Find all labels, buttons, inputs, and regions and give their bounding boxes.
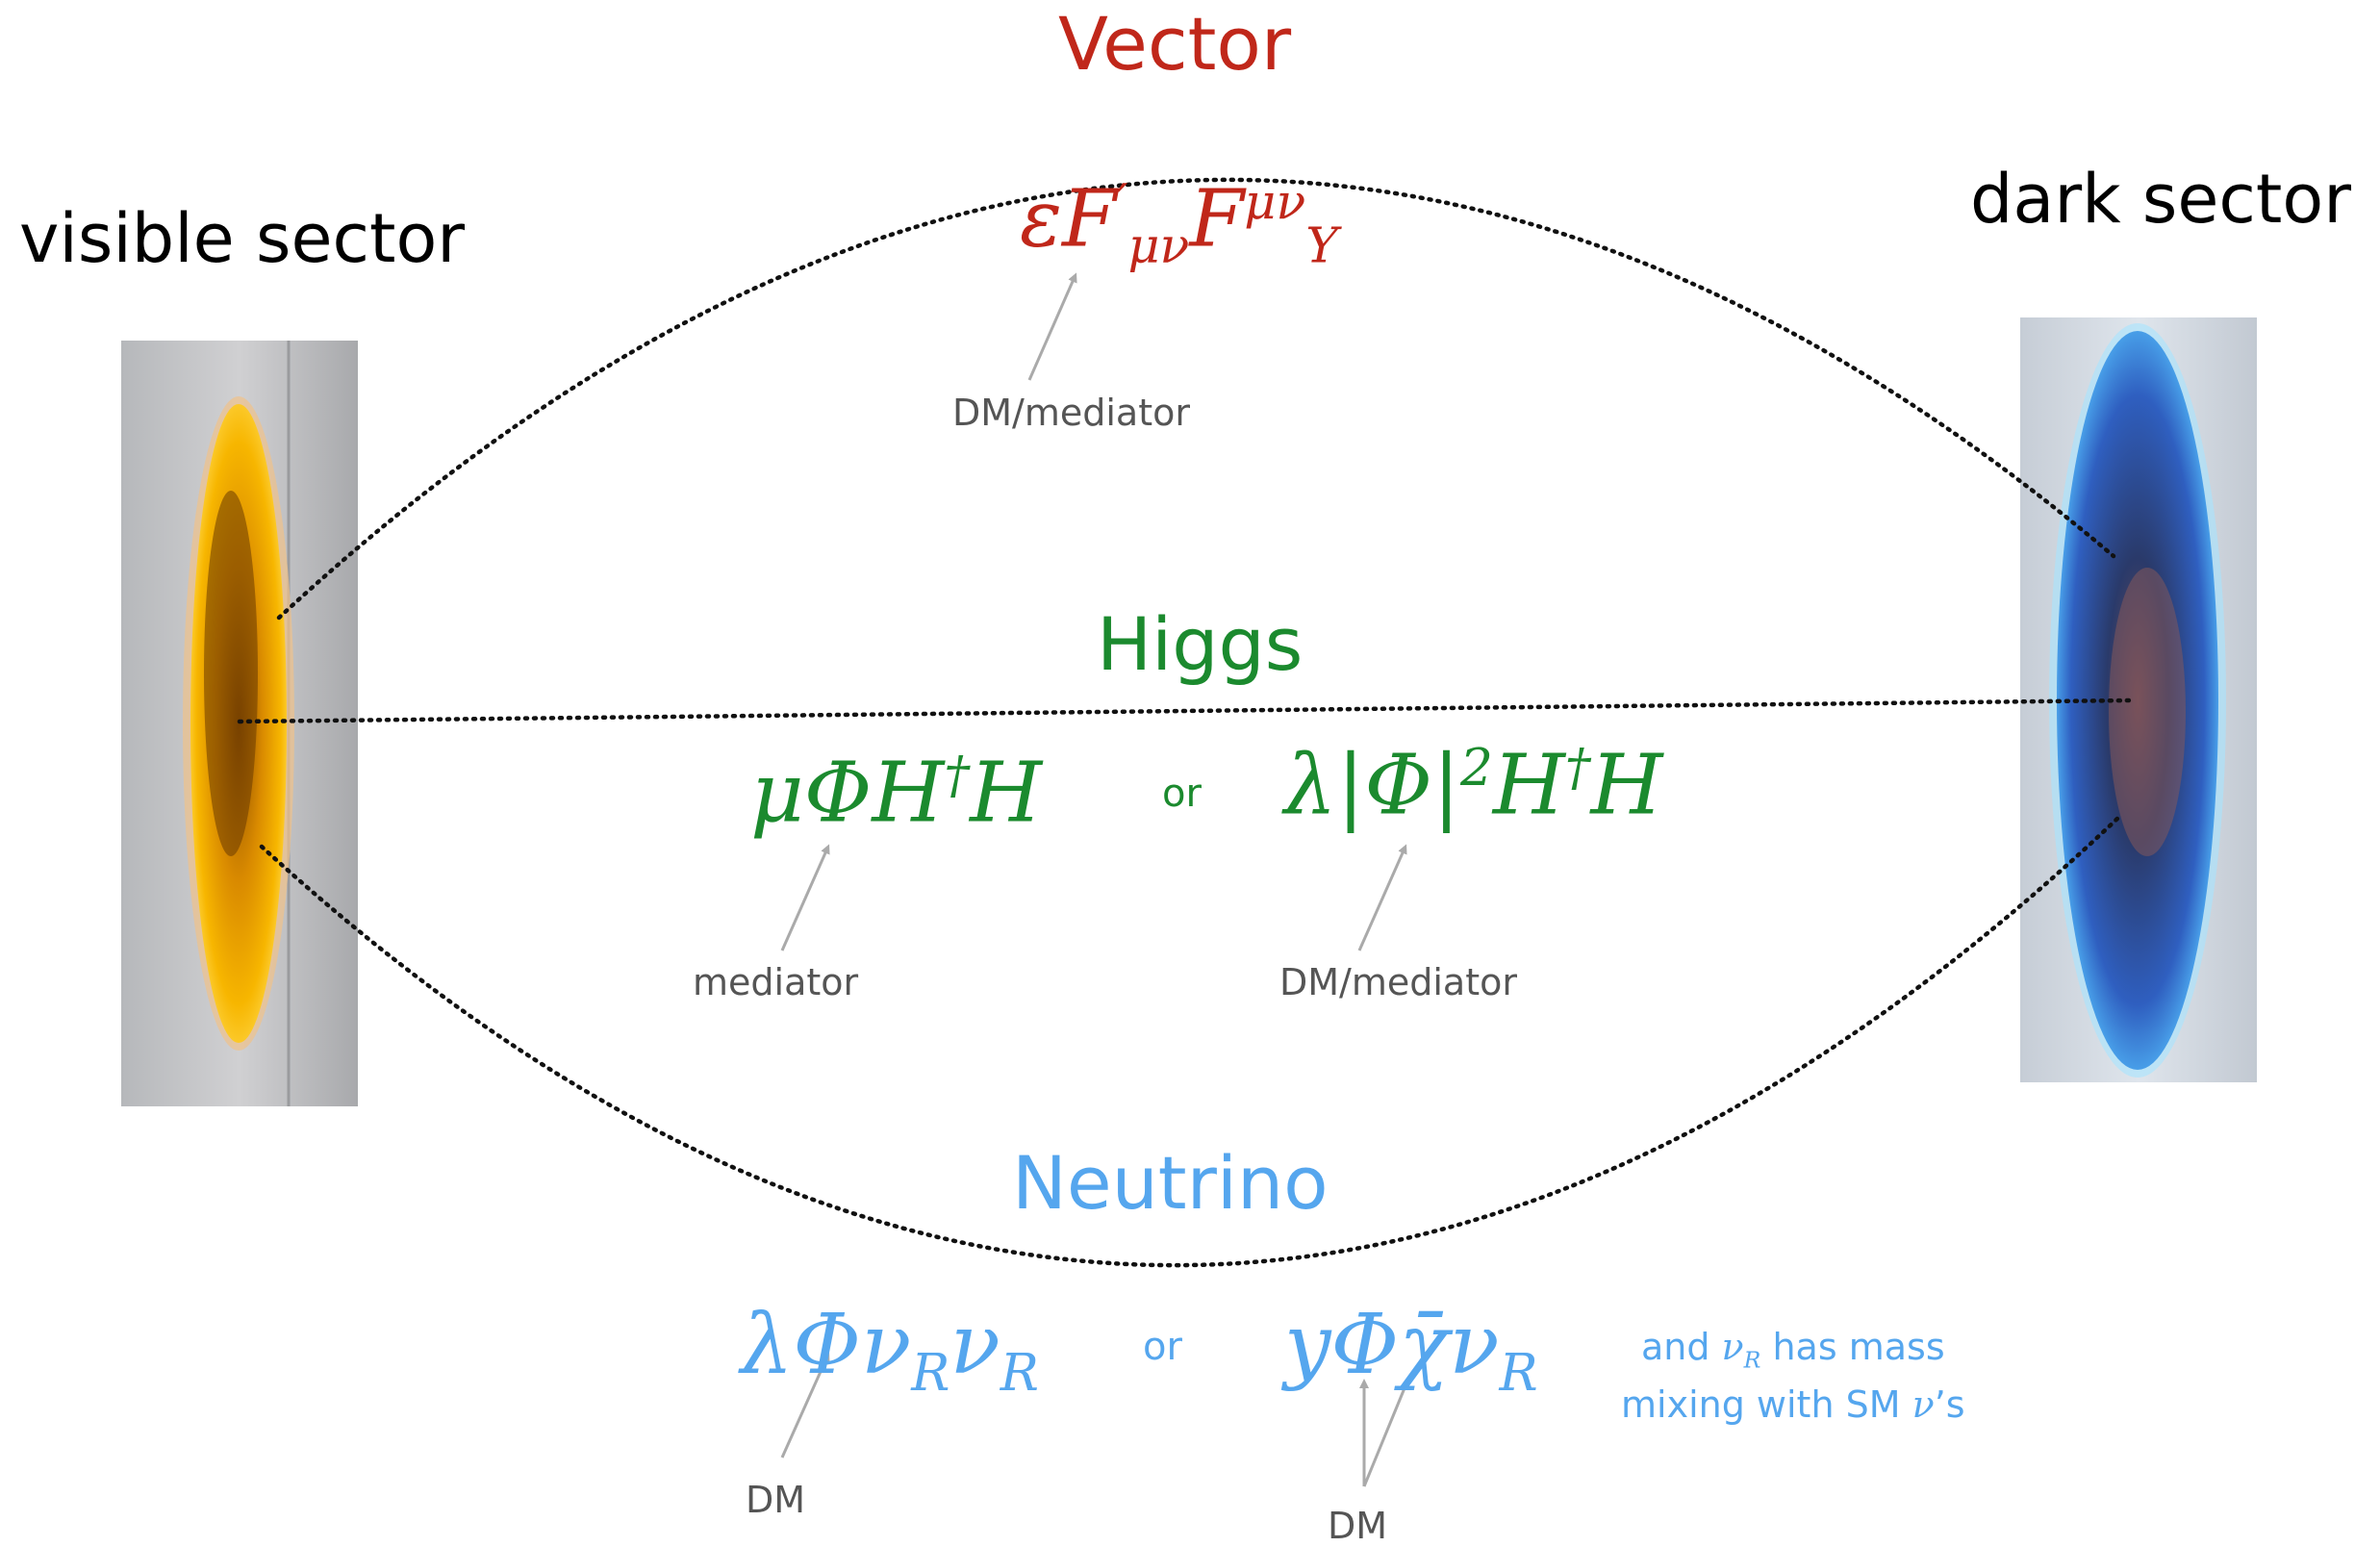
neutrino-formula-2: yΦχ̄νR (1284, 1297, 1538, 1404)
dark-sector-label: dark sector (1970, 160, 2351, 239)
neutrino-portal-curve (259, 815, 2121, 1268)
higgs-portal-title: Higgs (1097, 601, 1304, 687)
neutrino-note-1: DM (746, 1479, 806, 1521)
vector-note: DM/mediator (952, 392, 1190, 434)
dark-portal-image (2020, 317, 2257, 1082)
higgs-or: or (1162, 772, 1202, 816)
visible-sector-label: visible sector (19, 199, 466, 278)
neutrino-note-2: DM (1328, 1505, 1388, 1547)
higgs-note2-arrow (1357, 844, 1407, 951)
higgs-formula-2: λ|Φ|2H†H (1284, 737, 1663, 834)
higgs-note1-arrow (780, 844, 830, 951)
neutrino-side-note-line-2: mixing with SM ν’s (1621, 1382, 1965, 1426)
vector-portal-title: Vector (1058, 1, 1292, 87)
neutrino-note2-arrow-b (1362, 1379, 1409, 1487)
neutrino-portal-title: Neutrino (1012, 1140, 1329, 1226)
higgs-note-1: mediator (693, 961, 859, 1003)
higgs-formula-1: μΦH†H (750, 745, 1043, 842)
vector-portal-curve (276, 177, 2116, 621)
higgs-portal-line (237, 697, 2134, 724)
neutrino-side-note-line-1: and νR has mass (1640, 1326, 1945, 1374)
higgs-note-2: DM/mediator (1279, 961, 1517, 1003)
neutrino-side-note: and νR has mass mixing with SM ν’s (1621, 1320, 1965, 1433)
vector-note-arrow (1027, 272, 1077, 381)
neutrino-note1-arrow (780, 1352, 830, 1458)
neutrino-or: or (1143, 1325, 1182, 1369)
neutrino-formula-1: λΦνRνR (741, 1297, 1039, 1404)
vector-formula: εF′μνFμνY (1020, 173, 1338, 274)
